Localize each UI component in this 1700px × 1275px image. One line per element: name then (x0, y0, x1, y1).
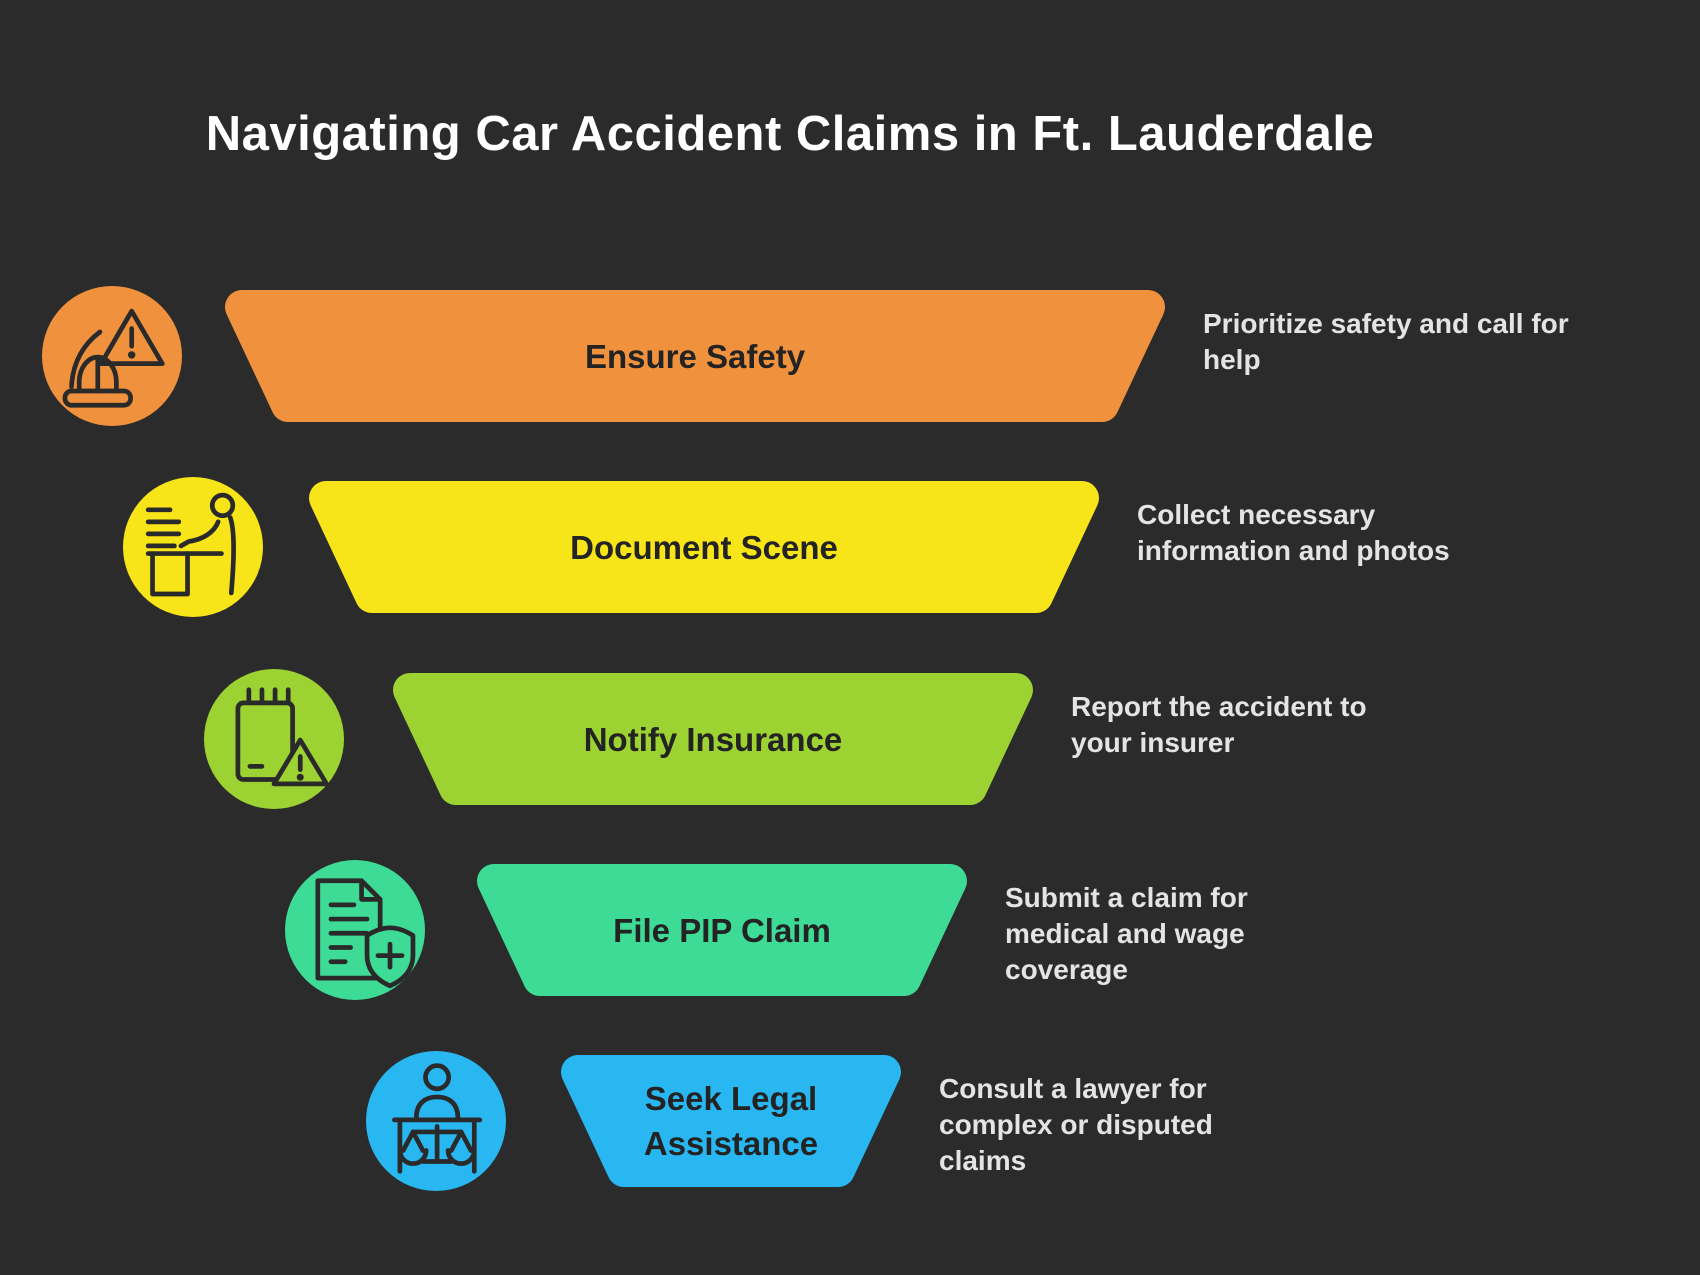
step-description: Report the accident to your insurer (1071, 691, 1367, 758)
funnel-step-shape (393, 673, 1033, 805)
funnel-step-shape (225, 290, 1165, 422)
step-label: Ensure Safety (584, 337, 806, 375)
step-description: Collect necessary information and photos (1137, 499, 1450, 566)
document-shield-plus-icon (285, 860, 425, 1000)
step-label: Notify Insurance (583, 720, 843, 758)
person-scales-justice-icon (366, 1051, 506, 1191)
step-label: Seek Legal Assistance (643, 1080, 819, 1162)
funnel-step-shape (561, 1055, 901, 1187)
notepad-alert-icon (204, 669, 344, 809)
step-label: File PIP Claim (613, 911, 831, 949)
page-title: Navigating Car Accident Claims in Ft. La… (205, 107, 1375, 161)
funnel-step-shape (477, 864, 967, 996)
hard-hat-warning-icon (42, 286, 182, 426)
step-description: Prioritize safety and call for help (1203, 308, 1569, 375)
funnel-step-shape (309, 481, 1099, 613)
step-description: Consult a lawyer for complex or disputed… (939, 1073, 1213, 1176)
step-label: Document Scene (570, 528, 838, 566)
step-description: Submit a claim for medical and wage cove… (1005, 882, 1248, 985)
person-documenting-icon (123, 477, 263, 617)
